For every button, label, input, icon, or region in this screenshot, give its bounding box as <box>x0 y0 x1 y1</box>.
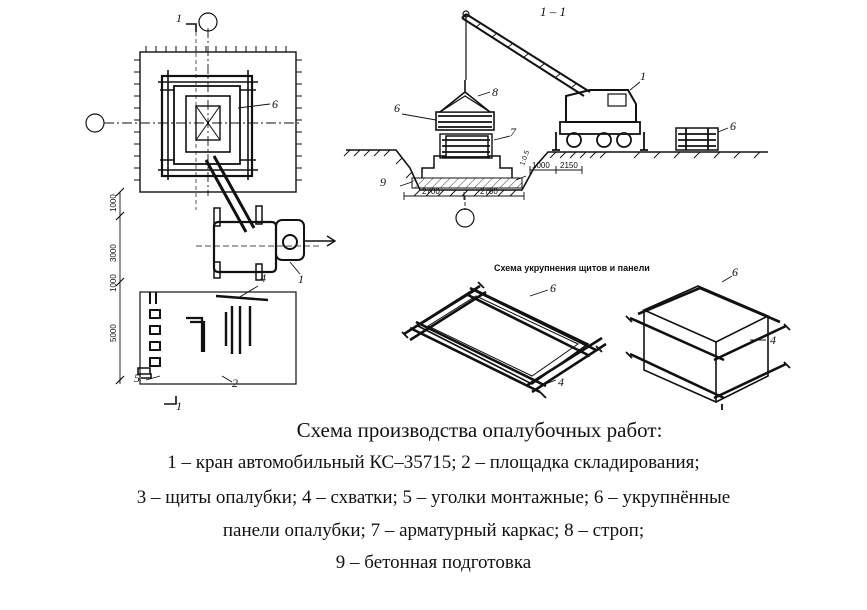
caption-line-1: 1 – кран автомобильный КС–35715; 2 – пло… <box>167 452 700 473</box>
stacked-panel-ribs <box>678 128 716 150</box>
crane-outrigger-2 <box>255 205 263 225</box>
yard-clamps <box>215 294 269 354</box>
section-dim-right: 2700 <box>480 187 498 196</box>
crane-chassis <box>559 121 641 135</box>
box-clamp-ends <box>625 315 791 410</box>
box-label-panel: 6 <box>732 265 738 279</box>
crane-outrigger-1 <box>213 207 221 227</box>
stiffening-title: Схема укрупнения щитов и панели <box>494 263 650 273</box>
frame-label-clamp: 4 <box>558 375 564 389</box>
storage-yard <box>139 291 297 385</box>
stiffening-box-labels: 6 4 <box>732 265 776 347</box>
section-cut-top <box>186 23 197 32</box>
stiffening-frame <box>401 281 607 399</box>
box-label-clamp: 4 <box>770 333 776 347</box>
section-axis-bubble <box>455 208 475 228</box>
section-dim-line <box>403 166 583 200</box>
formwork-scheme-drawing: 1 1 6 1 5 2 4 1000 3000 1000 5000 <box>85 4 791 413</box>
yard-small-stack <box>137 367 152 379</box>
plan-label-panel: 6 <box>272 97 278 111</box>
plan-view <box>85 12 337 405</box>
section-label-sling: 8 <box>492 85 498 99</box>
cage-bars <box>442 139 490 158</box>
crane-wheel-2 <box>596 132 612 148</box>
caption-title: Схема производства опалубочных работ: <box>296 418 663 442</box>
suspended-panel-ribs <box>438 115 492 128</box>
section-view <box>343 10 768 228</box>
yard-panels <box>149 292 161 367</box>
section-dim-crane-b: 2150 <box>560 161 578 170</box>
plan-section-mark-bottom: 1 <box>176 399 182 413</box>
crane-wheel-a <box>282 234 298 250</box>
frame-leaders <box>529 289 557 387</box>
crane-wheel-1 <box>566 132 582 148</box>
plan-label-clamps: 4 <box>260 271 266 285</box>
section-label-panel-left: 6 <box>394 101 400 115</box>
section-label-crane: 1 <box>640 69 646 83</box>
crane-outriggers <box>552 132 648 151</box>
box-clamps <box>629 286 787 400</box>
section-cut-bottom <box>164 396 177 405</box>
foundation-steps <box>421 135 513 178</box>
plan-dim-ticks <box>115 187 125 385</box>
plan-dim-1: 1000 <box>109 194 118 212</box>
section-dim-crane-a: 1000 <box>532 161 550 170</box>
frame-label-panel: 6 <box>550 281 556 295</box>
section-dim-left: 2700 <box>422 187 440 196</box>
caption-line-3: панели опалубки; 7 – арматурный каркас; … <box>222 520 645 541</box>
axis-bubble-top <box>198 12 218 32</box>
section-label-panel-right: 6 <box>730 119 736 133</box>
frame-clamps <box>403 284 607 394</box>
frame-panel-inner <box>426 295 579 377</box>
caption-line-2: 3 – щиты опалубки; 4 – схватки; 5 – угол… <box>136 487 731 508</box>
pit-outline <box>139 51 297 193</box>
reinforcement-cage <box>439 133 493 159</box>
ground-profile <box>346 149 768 191</box>
stiffening-box <box>625 275 791 410</box>
section-label-slope: 1:0.5 <box>519 150 531 167</box>
plan-label-angles: 5 <box>134 371 140 385</box>
section-title: 1 – 1 <box>540 4 566 19</box>
travel-arrow <box>305 235 337 247</box>
caption-line-4: 9 – бетонная подготовка <box>335 552 532 573</box>
frame-clamp-ends <box>401 281 603 399</box>
crane-outrigger-3 <box>213 261 221 279</box>
concrete-bedding <box>411 177 523 189</box>
crane-boom-tip <box>462 10 470 18</box>
sling-cap <box>437 95 493 113</box>
crane-boom-plan <box>204 155 256 233</box>
plan-section-mark-top: 1 <box>176 11 182 25</box>
plan-labels: 1 1 6 1 5 2 4 1000 3000 1000 5000 <box>109 11 304 413</box>
crane-wheel-3 <box>616 132 632 148</box>
plan-leaders <box>145 103 301 383</box>
section-labels: 1 – 1 1 8 6 7 6 9 1:0.5 2700 2700 1000 2… <box>380 4 736 196</box>
formwork-square-outer <box>160 74 254 178</box>
crane-boom-lacing <box>475 23 577 88</box>
crane-cab-window <box>607 93 627 107</box>
plan-dim-3: 1000 <box>109 274 118 292</box>
plan-dim-2: 3000 <box>109 244 118 262</box>
section-label-frame: 7 <box>510 125 517 139</box>
plan-label-yard: 2 <box>232 376 238 390</box>
section-label-bedding: 9 <box>380 175 386 189</box>
box-leaders <box>721 275 766 341</box>
stiffening-frame-labels: 6 4 <box>550 281 564 389</box>
crane-outrigger-4 <box>255 263 263 281</box>
plan-dim-4: 5000 <box>109 324 118 342</box>
crane-cab-plan <box>275 219 305 261</box>
section-leaders <box>399 81 729 187</box>
plan-label-crane: 1 <box>298 272 304 286</box>
yard-angles <box>186 316 206 352</box>
ground-hatch <box>343 149 761 197</box>
stacked-panels <box>675 127 719 151</box>
pit-ticks <box>134 46 302 181</box>
box-walls <box>643 310 769 404</box>
axis-bubble-left <box>85 113 105 133</box>
